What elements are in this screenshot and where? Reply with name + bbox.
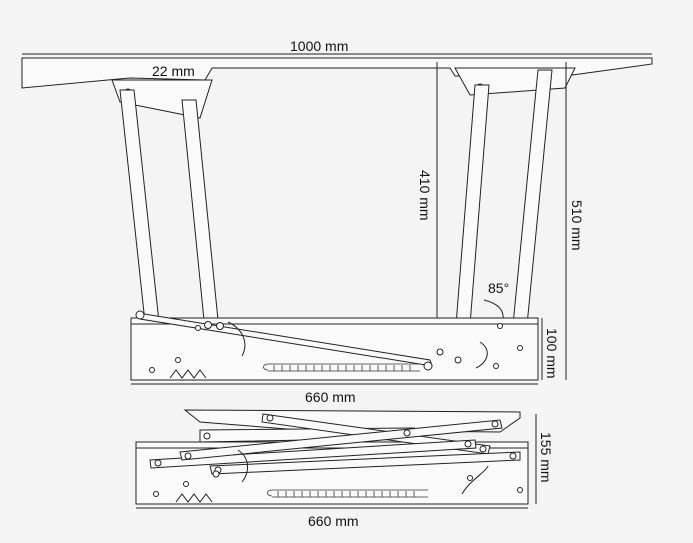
folded-zigzag-notch — [175, 493, 213, 503]
folded-hook — [461, 465, 489, 495]
spring — [263, 363, 420, 372]
folded-scissor-arms — [149, 413, 521, 475]
right-arm-outer — [453, 84, 490, 351]
rod-pivot — [135, 310, 145, 320]
right-top-bracket — [454, 67, 576, 96]
right-arm-inner — [511, 69, 553, 336]
offset-label: 22 mm — [152, 63, 195, 79]
folded-curved-slot — [237, 449, 248, 483]
folded-height-label: 155 mm — [538, 432, 554, 483]
right-curved-slot — [475, 341, 488, 369]
folded-arm-holes — [154, 414, 517, 474]
zigzag-notch — [169, 369, 207, 379]
base-length-label: 660 mm — [305, 389, 356, 405]
folded-spring — [267, 489, 428, 498]
rod-pivot — [423, 361, 433, 371]
width-top-label: 1000 mm — [290, 38, 348, 54]
total-height-label: 510 mm — [569, 200, 585, 251]
angle-arc — [483, 299, 504, 321]
folded-base-holes — [153, 470, 523, 497]
base-height-label: 100 mm — [544, 328, 560, 379]
base-holes — [149, 321, 523, 373]
lift-height-label: 410 mm — [417, 170, 433, 221]
left-curved-slot — [227, 321, 246, 357]
folded-length-label: 660 mm — [308, 513, 359, 529]
angle-label: 85° — [488, 280, 509, 296]
table-top-board — [21, 57, 653, 89]
